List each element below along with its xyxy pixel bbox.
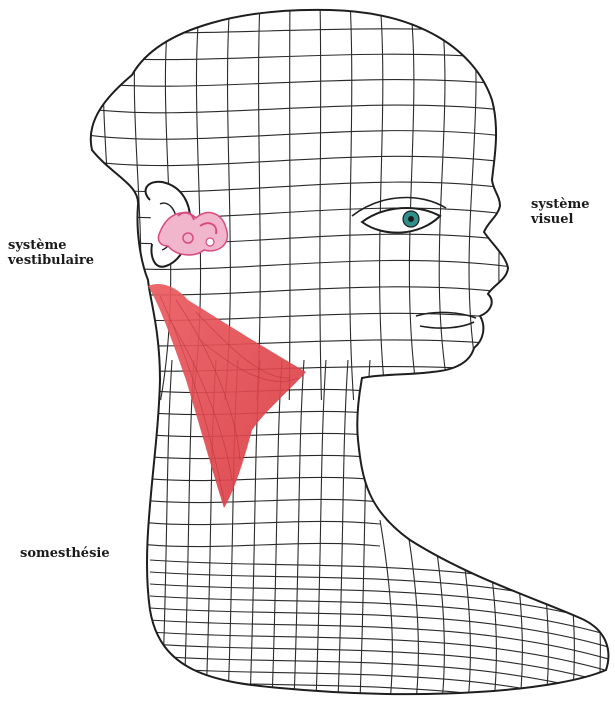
label-visual-system: système visuel	[531, 197, 590, 227]
label-visual-line1: système	[531, 197, 590, 212]
wireframe-line	[499, 0, 515, 400]
label-vestibular-line2: vestibulaire	[8, 253, 94, 268]
label-vestibular-line1: système	[8, 238, 94, 253]
label-somesthesia: somesthésie	[20, 546, 110, 561]
wireframe-line	[96, 0, 111, 400]
label-visual-line2: visuel	[531, 212, 590, 227]
wireframe-line	[128, 0, 140, 400]
wireframe-line	[289, 0, 290, 400]
label-vestibular-system: système vestibulaire	[8, 238, 94, 268]
